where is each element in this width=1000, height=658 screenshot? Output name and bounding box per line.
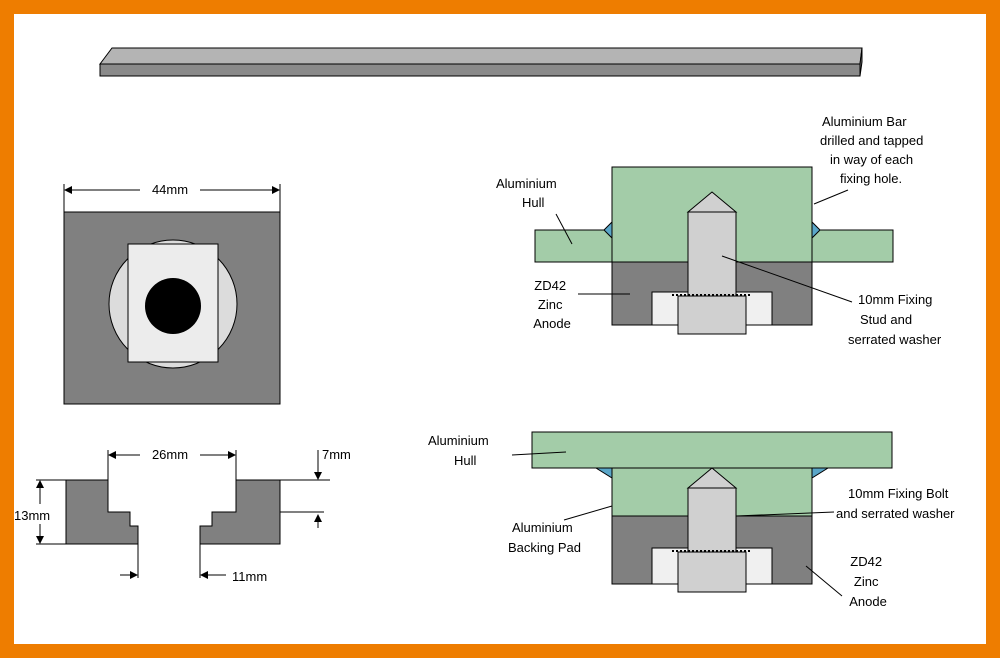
anode-bar-strip: [99, 47, 863, 77]
fixing-hole: [145, 278, 201, 334]
label-aluminium-bar: Aluminium Bar drilled and tapped in way …: [820, 114, 927, 186]
label-aluminium-hull-lower: Aluminium Hull: [428, 433, 492, 468]
anode-top-view: 44mm: [63, 182, 281, 405]
dim-11mm: 11mm: [232, 569, 267, 584]
dim-26mm: 26mm: [152, 447, 188, 462]
label-zinc-anode-lower: ZD42 Zinc Anode: [849, 554, 887, 609]
label-backing-pad: Aluminium Backing Pad: [508, 520, 581, 555]
label-fixing-stud: 10mm Fixing Stud and serrated washer: [848, 292, 942, 347]
label-aluminium-hull-upper: Aluminium Hull: [496, 176, 560, 210]
label-zinc-anode-upper: ZD42 Zinc Anode: [533, 278, 571, 331]
label-fixing-bolt: 10mm Fixing Bolt and serrated washer: [836, 486, 955, 521]
dim-7mm: 7mm: [322, 447, 351, 462]
upper-assembly: Aluminium Bar drilled and tapped in way …: [496, 114, 942, 347]
lower-assembly: Aluminium Hull Aluminium Backing Pad 10m…: [428, 431, 955, 609]
anode-section-view: 26mm 7mm 13mm 11mm: [14, 447, 351, 584]
dim-13mm: 13mm: [14, 508, 50, 523]
dim-44mm: 44mm: [152, 182, 188, 197]
